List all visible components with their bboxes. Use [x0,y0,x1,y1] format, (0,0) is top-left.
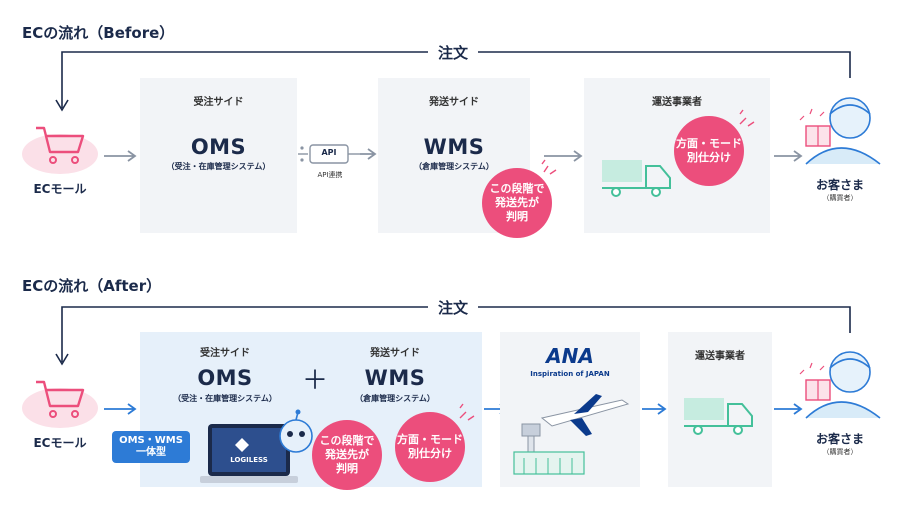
after-carrier-label: 運送事業者 [695,351,745,362]
bubble-line: 発送先が [325,448,369,462]
after-arrow-3 [642,403,667,415]
after-wms-name: WMS [364,366,426,390]
before-order-label: 注文 [428,42,479,63]
before-carrier-bubble: 方面・モード 別仕分け [674,116,744,186]
cart-icon [22,126,98,174]
before-mall-node [20,118,100,178]
before-wms-bubble: この段階で 発送先が 判明 [482,168,552,238]
badge-line: OMS・WMS [119,434,183,446]
sparkle-icon [459,403,475,421]
truck-icon [602,160,671,197]
before-arrow-1 [104,150,137,162]
integrated-badge: OMS・WMS 一体型 [112,431,190,463]
after-mall-label: ECモール [33,436,87,450]
bubble-line: 方面・モード [676,137,742,151]
customer-icon [799,97,881,165]
before-carrier-label: 運送事業者 [652,97,702,108]
customer-icon [799,351,881,419]
before-oms-box: 受注サイド OMS （受注・在庫管理システム） [140,78,297,233]
sparkle-icon [739,109,755,127]
before-wms-name: WMS [423,135,485,159]
plus-sign: ＋ [301,366,328,396]
after-oms-name: OMS [197,366,253,390]
after-sort-bubble: 方面・モード 別仕分け [395,412,465,482]
robot-icon [279,409,313,453]
before-oms-name: OMS [190,135,247,159]
before-customer-label: お客さま [815,178,864,192]
ana-logo: ANA [546,344,594,368]
before-arrow-2 [544,150,583,162]
after-wms-desc: （倉庫管理システム） [355,394,435,403]
bubble-line: 判明 [506,209,528,223]
after-stage-bubble: この段階で 発送先が 判明 [312,420,382,490]
badge-line: 一体型 [136,447,166,458]
before-oms-desc: （受注・在庫管理システム） [166,162,271,171]
bubble-line: この段階で [489,182,545,196]
after-order-label: 注文 [428,297,479,318]
truck-icon [684,398,753,435]
bubble-line: 別仕分け [408,447,452,460]
after-oms-desc: （受注・在庫管理システム） [173,394,277,403]
api-connector [298,144,377,164]
before-title: ECの流れ（Before） [22,24,175,42]
after-arrow-4 [774,403,803,415]
before-wms-side-label: 発送サイド [429,97,479,108]
after-mall-node [20,372,100,432]
bubble-line: 発送先が [495,196,539,210]
ana-tagline: Inspiration of JAPAN [530,370,610,378]
after-customer-sub: （購買者） [822,448,858,456]
bubble-line: 判明 [336,461,358,475]
laptop-icon [200,424,298,483]
airport-icon [513,394,630,475]
after-customer-label: お客さま [815,432,864,446]
bubble-line: 方面・モード [397,433,463,447]
before-customer-sub: （購買者） [822,194,858,202]
bubble-line: この段階で [319,434,375,448]
before-oms-side-label: 受注サイド [193,97,244,108]
before-mall-label: ECモール [33,182,87,196]
after-oms-side-label: 受注サイド [200,348,250,359]
sparkle-icon [541,159,557,175]
logiless-logo: LOGILESS [230,456,268,464]
after-title: ECの流れ（After） [22,277,162,295]
after-arrow-1 [104,403,137,415]
after-wms-side-label: 発送サイド [370,348,420,359]
api-badge: API [321,148,337,157]
cart-icon [22,380,98,428]
bubble-line: 別仕分け [687,151,731,164]
before-wms-desc: （倉庫管理システム） [414,162,494,171]
api-label: API連携 [317,171,343,179]
before-arrow-3 [774,150,803,162]
